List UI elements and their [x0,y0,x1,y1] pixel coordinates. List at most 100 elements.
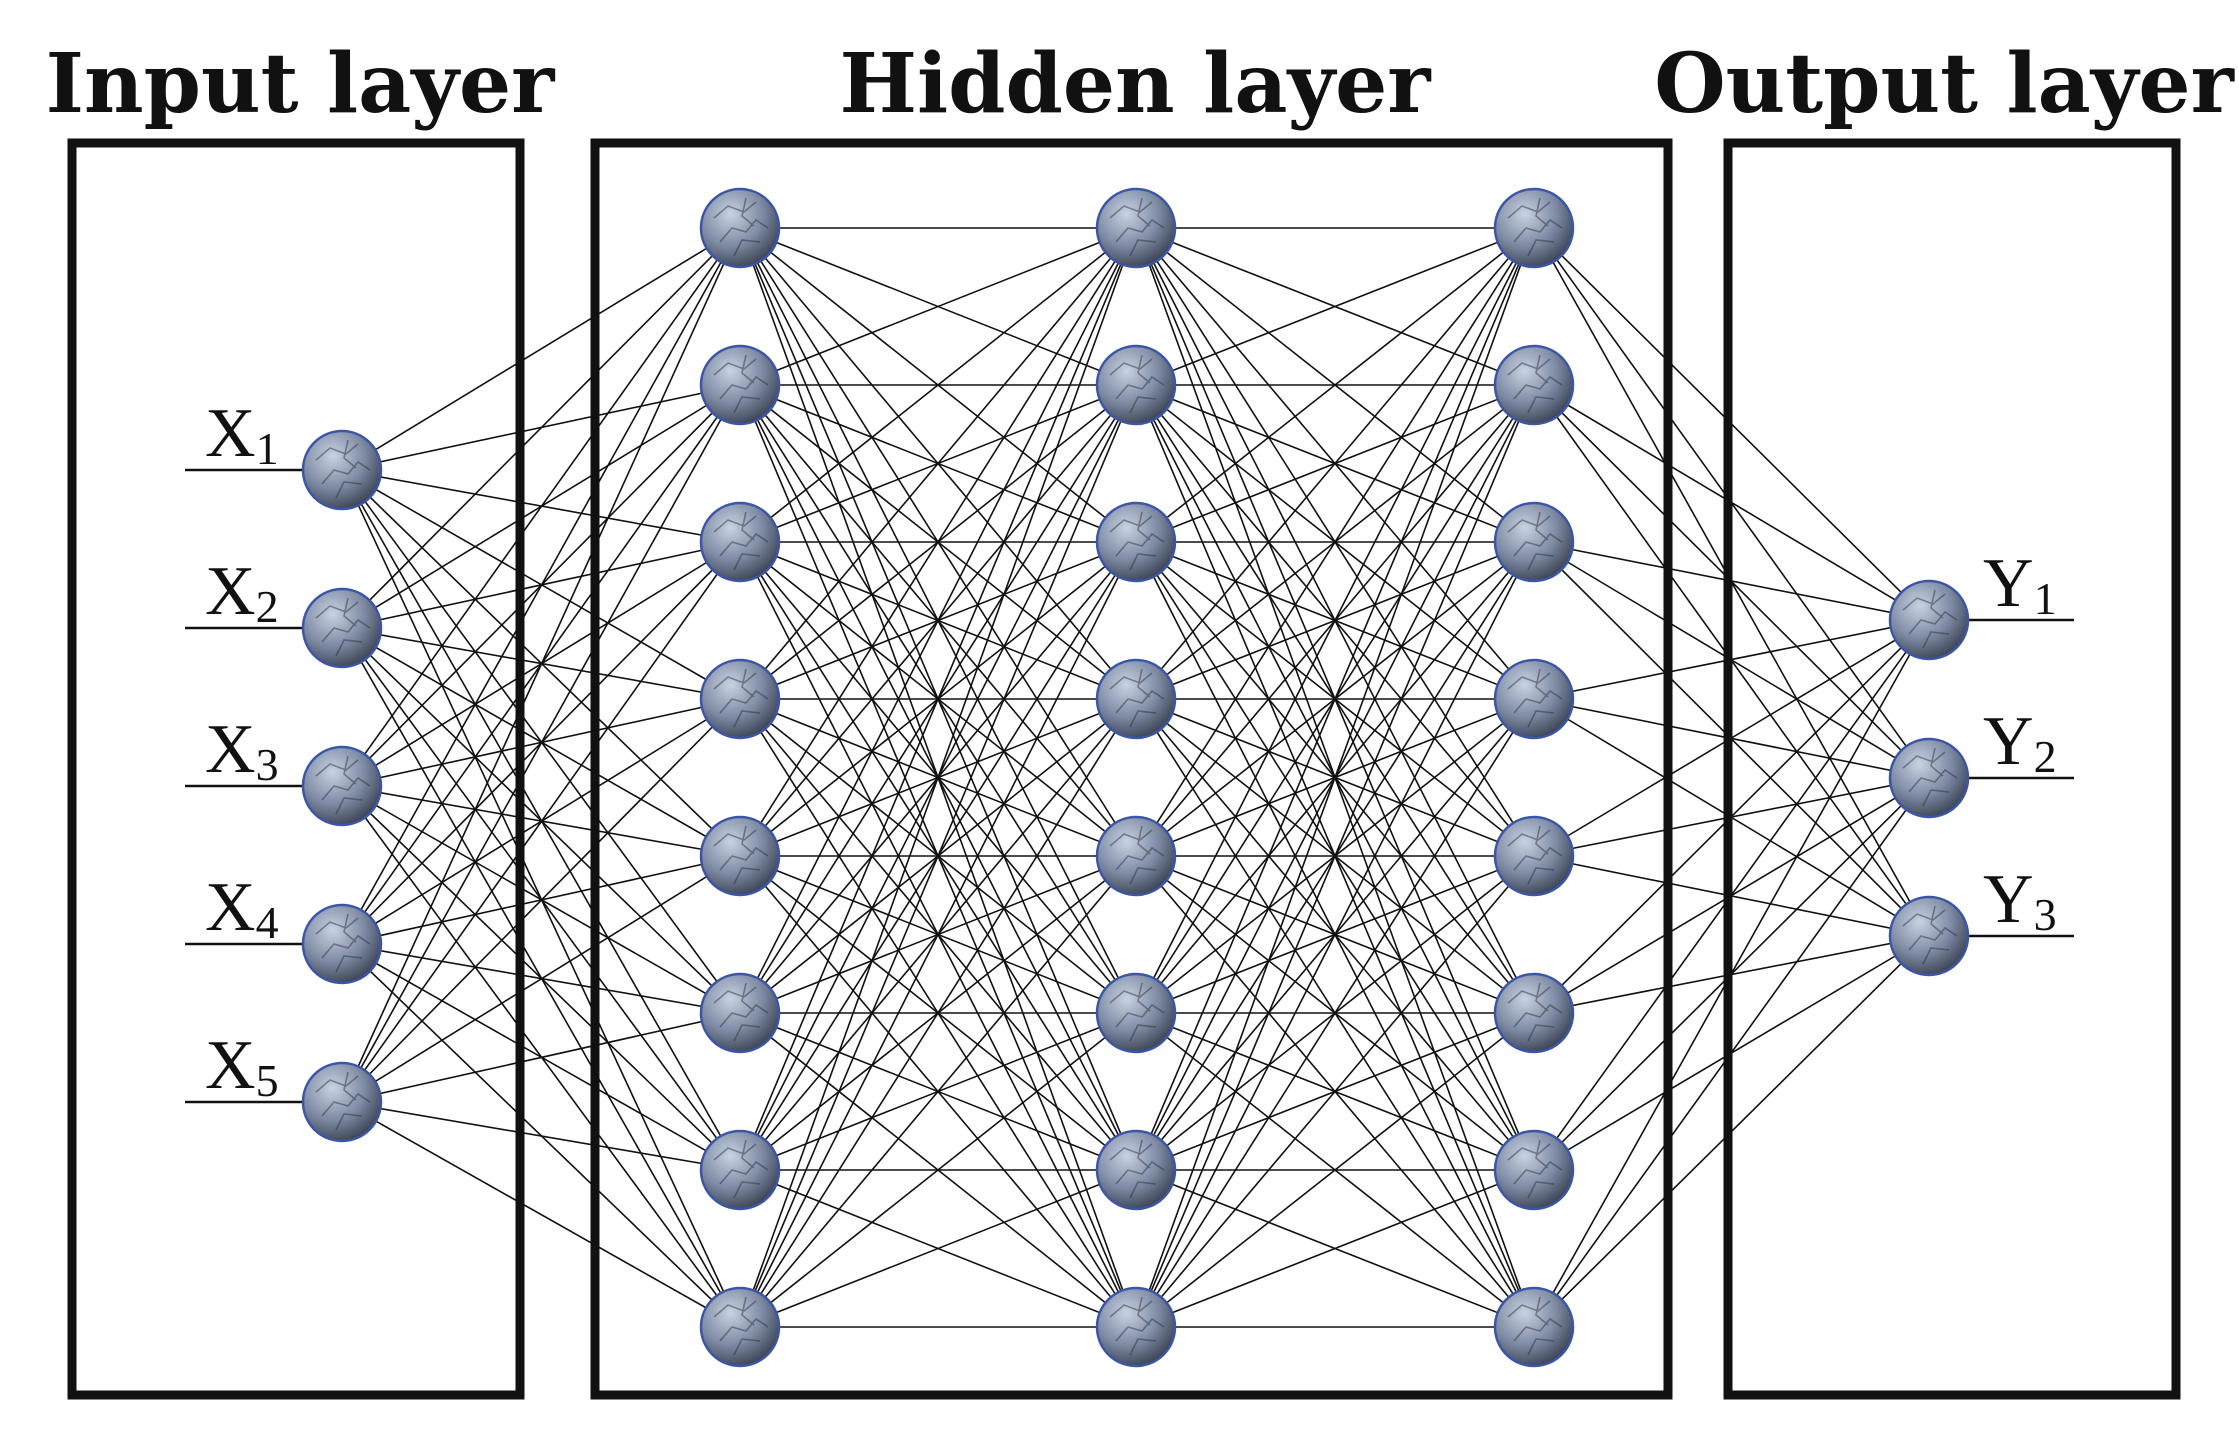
input-label-x2: X2 [205,553,279,632]
hidden-neuron-1-7 [699,1129,781,1211]
connection-line [341,1012,741,1103]
io-lines [185,468,2074,1104]
input-label-x4: X4 [205,869,279,948]
connection-line [1135,227,1535,386]
hidden-neuron-3-3 [1493,501,1575,583]
connection-line [739,698,1137,1328]
connection-line [341,541,741,1103]
output-label-y1: Y1 [1983,545,2057,624]
connection-line [739,227,1137,1171]
input-layer-box [67,138,525,1400]
hidden-neuron-3-5 [1493,815,1575,897]
connection-line [1135,855,1535,1328]
connection-line [341,227,741,629]
input-neuron-5 [301,1061,383,1143]
connection-line [739,384,1137,1328]
connection-line [1533,541,1930,621]
connection-line [1135,227,1535,700]
connection-line [739,227,1137,1014]
connection-line [341,1101,741,1328]
hidden-neuron-1-3 [699,501,781,583]
connection-line [1135,384,1535,1328]
hidden-neuron-2-8 [1095,1286,1177,1368]
connection-line [341,227,741,945]
connection-line [341,1101,741,1171]
connection-line [341,227,741,1103]
connection-line [1533,777,1930,1328]
hidden-neuron-3-7 [1493,1129,1575,1211]
input-neuron-4 [301,903,383,985]
connection-line [739,227,1137,543]
output-neuron-1 [1888,579,1970,661]
hidden-neuron-2-3 [1095,501,1177,583]
connection-line [1533,619,1930,1014]
hidden-neuron-1-6 [699,972,781,1054]
output-layer-title: Output layer [1654,36,2235,132]
connection-line [1533,619,1930,1328]
neurons [301,187,1970,1368]
connection-line [1135,1169,1535,1328]
input-neuron-2 [301,587,383,669]
input-neuron-1 [301,429,383,511]
output-label-y2: Y2 [1983,703,2057,782]
connection-line [1533,227,1930,621]
hidden-neuron-2-5 [1095,815,1177,897]
hidden-neuron-3-1 [1493,187,1575,269]
input-layer-title: Input layer [46,36,556,132]
output-neuron-2 [1888,737,1970,819]
hidden-neuron-1-1 [699,187,781,269]
connection-line [739,227,1137,857]
hidden-neuron-1-5 [699,815,781,897]
hidden-neuron-2-4 [1095,658,1177,740]
hidden-neuron-2-6 [1095,972,1177,1054]
input-label-x1: X1 [205,395,279,474]
hidden-neuron-3-4 [1493,658,1575,740]
hidden-neuron-1-8 [699,1286,781,1368]
connection-line [739,227,1137,700]
connection-line [341,384,741,1103]
hidden-neuron-3-2 [1493,344,1575,426]
hidden-neuron-3-8 [1493,1286,1575,1368]
connection-line [1135,227,1535,1014]
connection-line [1135,227,1535,857]
connection-line [341,698,741,1103]
hidden-neuron-1-4 [699,658,781,740]
connection-line [1533,384,1930,621]
output-label-y3: Y3 [1983,861,2057,940]
connection-line [739,227,1137,386]
output-layer-box [1723,138,2181,1400]
connection-line [739,227,1137,1328]
hidden-layer-box [590,138,1673,1400]
connection-line [1135,227,1535,1328]
connection-line [1135,1012,1535,1328]
hidden-layer-title: Hidden layer [840,36,1433,132]
connection-line [739,1169,1137,1328]
connection-line [1533,619,1930,700]
connection-line [341,227,741,787]
input-neuron-3 [301,745,383,827]
hidden-neuron-3-6 [1493,972,1575,1054]
connection-line [739,855,1137,1328]
connection-line [1533,935,1930,1328]
connection-line [341,227,741,471]
connection-line [1135,227,1535,543]
hidden-neuron-2-1 [1095,187,1177,269]
connection-line [341,855,741,1103]
hidden-neuron-2-7 [1095,1129,1177,1211]
connection-line [1533,619,1930,857]
connections [341,227,1930,1328]
input-label-x5: X5 [205,1027,279,1106]
connection-line [739,1012,1137,1328]
connection-line [1135,227,1535,1171]
hidden-neuron-1-2 [699,344,781,426]
output-neuron-3 [1888,895,1970,977]
connection-line [1135,698,1535,1328]
connection-line [1533,619,1930,1171]
connection-line [1135,541,1535,1328]
connection-line [739,541,1137,1328]
hidden-neuron-2-2 [1095,344,1177,426]
input-label-x3: X3 [205,711,279,790]
